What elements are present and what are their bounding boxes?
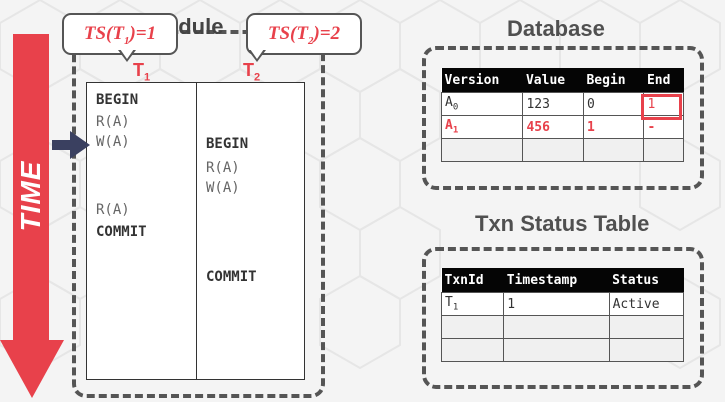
cell-version: A0: [440, 92, 524, 116]
table-row-empty: [440, 138, 684, 162]
col-txnid: TxnId: [441, 268, 504, 293]
col-value: Value: [522, 68, 584, 93]
cell-status: Active: [608, 292, 685, 316]
t2-op-write: W(A): [206, 180, 240, 196]
t1-op-read: R(A): [96, 114, 130, 130]
t1-op-write: W(A): [96, 134, 130, 150]
time-label: TIME: [15, 160, 46, 232]
t1-op-read-2: R(A): [96, 202, 130, 218]
schedule-box: [72, 30, 325, 398]
table-row: A1 456 1 -: [440, 115, 684, 139]
table-row-empty: [440, 338, 685, 362]
t1-op-begin: BEGIN: [96, 92, 139, 108]
cell-begin: 1: [582, 115, 645, 139]
col-begin: Begin: [583, 68, 644, 93]
ts-t2-callout: TS(T2)=2: [246, 13, 362, 55]
cell-begin: 0: [582, 92, 645, 116]
time-arrow-shaft: [13, 34, 49, 342]
t1-op-commit: COMMIT: [96, 224, 147, 240]
t2-op-commit: COMMIT: [206, 269, 257, 285]
table-row-empty: [440, 315, 685, 339]
end-cell-highlight: [641, 94, 682, 120]
cell-version: A1: [440, 115, 524, 139]
cell-value: 456: [522, 115, 584, 139]
cell-txnid: T1: [440, 292, 505, 316]
col-status: Status: [609, 268, 684, 293]
schedule-table: BEGIN R(A) W(A) R(A) COMMIT BEGIN R(A) W…: [86, 82, 305, 380]
txn-header-row: TxnId Timestamp Status: [441, 268, 684, 293]
cell-timestamp: 1: [503, 292, 610, 316]
database-header-row: Version Value Begin End: [441, 68, 684, 93]
col-timestamp: Timestamp: [503, 268, 610, 293]
txn-status-title: Txn Status Table: [475, 211, 650, 236]
txn-status-table: TxnId Timestamp Status T1 1 Active: [440, 268, 685, 362]
table-row: T1 1 Active: [440, 292, 685, 316]
txn1-label: T1: [133, 60, 151, 84]
col-version: Version: [441, 68, 523, 93]
txn-status-box: [422, 247, 704, 389]
txn2-label: T2: [243, 60, 261, 84]
t2-op-begin: BEGIN: [206, 136, 249, 152]
ts-t1-callout: TS(T1)=1: [62, 13, 178, 55]
database-box: [422, 46, 704, 190]
database-title: Database: [507, 16, 605, 41]
t2-op-read: R(A): [206, 160, 240, 176]
col-end: End: [643, 68, 684, 93]
schedule-divider: [196, 83, 197, 379]
time-arrow-head: [0, 340, 64, 398]
current-step-arrow-icon: [52, 131, 90, 159]
cell-value: 123: [522, 92, 584, 116]
